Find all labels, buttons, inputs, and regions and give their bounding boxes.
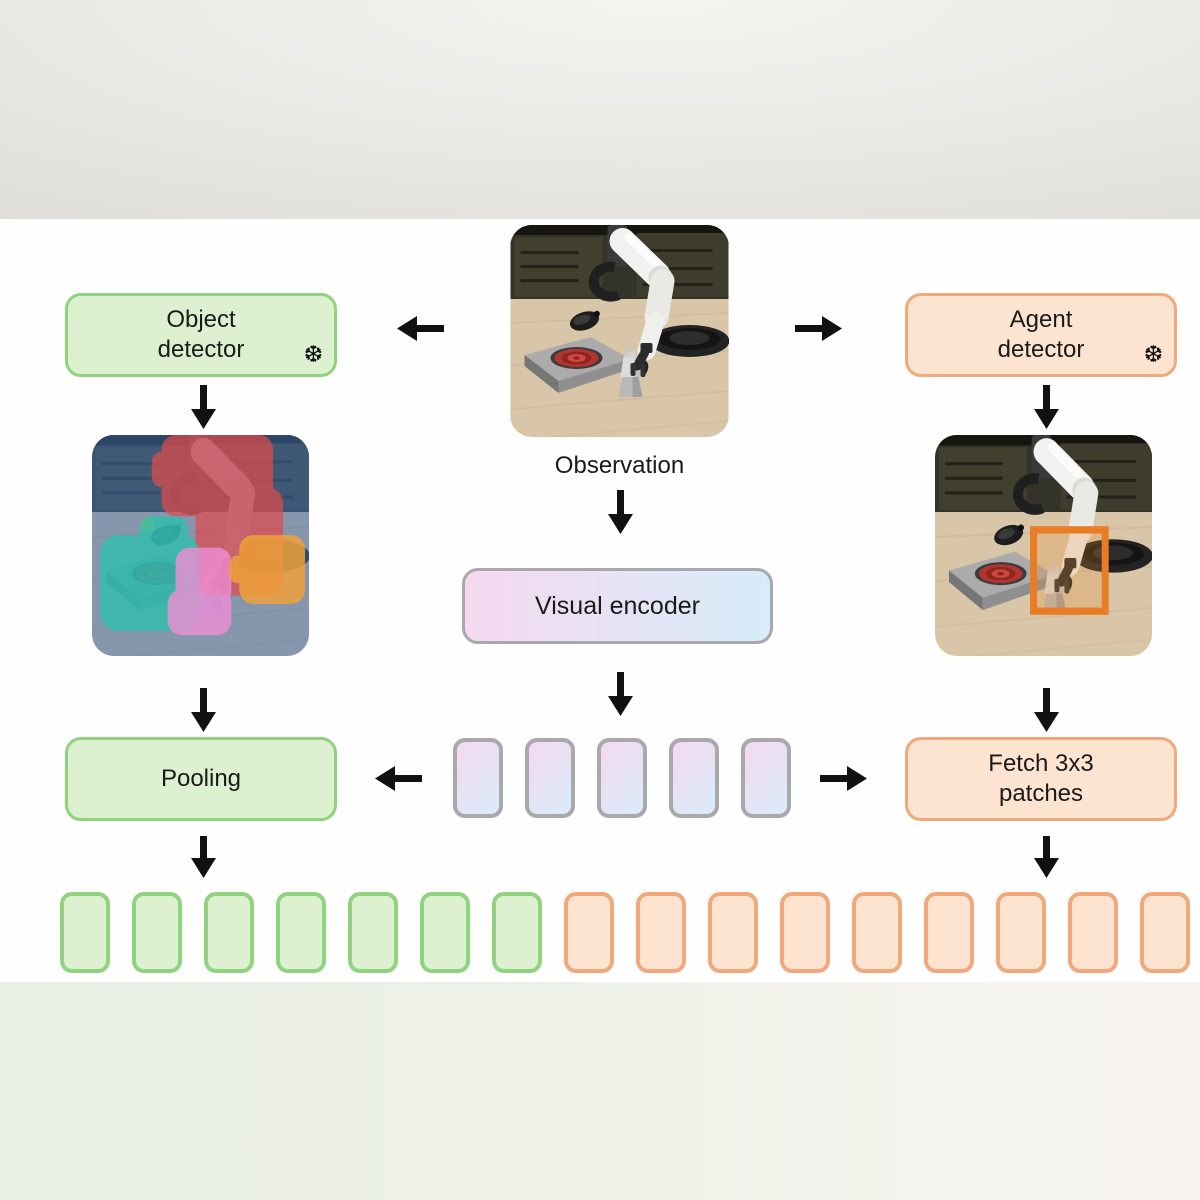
pan-orange-mask [229, 535, 306, 604]
fetch-patches-box: Fetch 3x3 patches [905, 737, 1177, 821]
object-detector-label-line1: Object [166, 306, 236, 333]
object-detector-box: Object detector ❆ [65, 293, 337, 377]
fetch-patches-label-line2: patches [998, 780, 1084, 807]
green-token-group [60, 892, 542, 973]
background-bottom-band [0, 982, 1200, 1200]
background-top-band [0, 0, 1200, 219]
pooling-label: Pooling [160, 765, 242, 792]
agent-patch-token [996, 892, 1046, 973]
snowflake-icon: ❆ [1143, 341, 1163, 367]
pooled-object-token [420, 892, 470, 973]
agent-bbox-image [935, 435, 1152, 656]
pooled-object-token [276, 892, 326, 973]
fetch-patches-label-line1: Fetch 3x3 [988, 750, 1094, 777]
arrow-down-into-fetch [1033, 688, 1060, 732]
agent-patch-token [636, 892, 686, 973]
arrow-down-object-detector-output [190, 385, 217, 429]
encoder-token [669, 738, 719, 818]
pooled-object-token [348, 892, 398, 973]
agent-patch-token [708, 892, 758, 973]
arrow-down-agent-detector-output [1033, 385, 1060, 429]
pooled-object-token [204, 892, 254, 973]
orange-token-group [564, 892, 1190, 973]
agent-patch-token [564, 892, 614, 973]
pooled-object-token [132, 892, 182, 973]
agent-patch-token [924, 892, 974, 973]
encoder-token [597, 738, 647, 818]
agent-detector-box: Agent detector ❆ [905, 293, 1177, 377]
snowflake-icon: ❆ [303, 341, 323, 367]
encoder-token [525, 738, 575, 818]
agent-patch-token [780, 892, 830, 973]
arrow-down-encoder-to-tokens [607, 672, 634, 716]
pooled-object-token [60, 892, 110, 973]
agent-bounding-box [1030, 526, 1109, 615]
observation-image [510, 225, 729, 437]
arrow-left-to-object-detector [397, 315, 444, 342]
agent-patch-token [852, 892, 902, 973]
arrow-right-to-agent-detector [795, 315, 842, 342]
arrow-right-tokens-to-fetch [820, 765, 867, 792]
visual-encoder-box: Visual encoder [462, 568, 773, 644]
object-detector-label-line2: detector [157, 336, 245, 363]
pooled-object-token [492, 892, 542, 973]
agent-patch-token [1140, 892, 1190, 973]
output-token-row [60, 892, 1190, 973]
pooling-box: Pooling [65, 737, 337, 821]
object-segmentation-image [92, 435, 309, 656]
agent-detector-label-line1: Agent [1009, 306, 1073, 333]
encoder-token-row [453, 738, 791, 818]
observation-label: Observation [554, 452, 685, 479]
visual-encoder-label: Visual encoder [535, 592, 700, 620]
arrow-down-fetch-output [1033, 836, 1060, 878]
arrow-left-tokens-to-pooling [375, 765, 422, 792]
agent-detector-label-line2: detector [997, 336, 1085, 363]
encoder-token [741, 738, 791, 818]
arrow-down-pooling-output [190, 836, 217, 878]
encoder-token [453, 738, 503, 818]
arrow-down-into-pooling [190, 688, 217, 732]
arrow-down-observation-to-encoder [607, 490, 634, 534]
agent-patch-token [1068, 892, 1118, 973]
moka-pink-mask [167, 547, 232, 636]
